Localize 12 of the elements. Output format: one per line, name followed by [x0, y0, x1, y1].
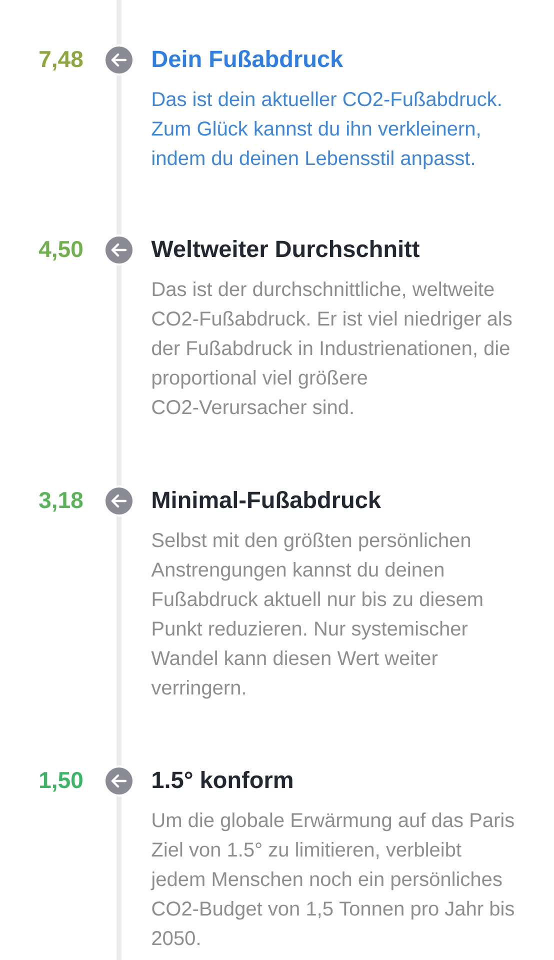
- entry-description: Das ist der durchschnittliche, weltweite CO2-Fußabdruck. Er ist viel niedriger als der Fußabdruck in Industrienationen, die proportional viel größere CO2-Verursacher sind.: [152, 282, 512, 414]
- entry-heading: Minimal-Fußabdruck: [152, 491, 382, 508]
- footprint-value: 1,50: [40, 772, 82, 792]
- entry-description: Um die globale Erwärmung auf das Paris Ziel von 1.5° zu limitieren, verbleibt jedem Menschen noch ein persönliches CO2-Budget von 1,5 Tonnen pro Jahr bis 2050.: [150, 812, 514, 946]
- entry-heading: 1.5° konform: [152, 771, 292, 788]
- entry-description: Das ist dein aktueller CO2-Fußabdruck. Zum Glück kannst du ihn verkleinern, indem du deinen Lebensstil anpasst.: [152, 92, 501, 170]
- entry-description: Selbst mit den größten persönlichen Anstrengungen kannst du deinen Fußabdruck aktuell nur bis zu diesem Punkt reduzieren. Nur systemischer Wandel kann diesen Wert weiter verringern.: [151, 532, 482, 699]
- entry-heading: Weltweiter Durchschnitt: [151, 240, 420, 258]
- entry-heading: Dein Fußabdruck: [152, 50, 344, 68]
- footprint-value: 4,50: [38, 240, 82, 261]
- footprint-value: 7,48: [40, 50, 83, 71]
- footprint-value: 3,18: [39, 492, 83, 512]
